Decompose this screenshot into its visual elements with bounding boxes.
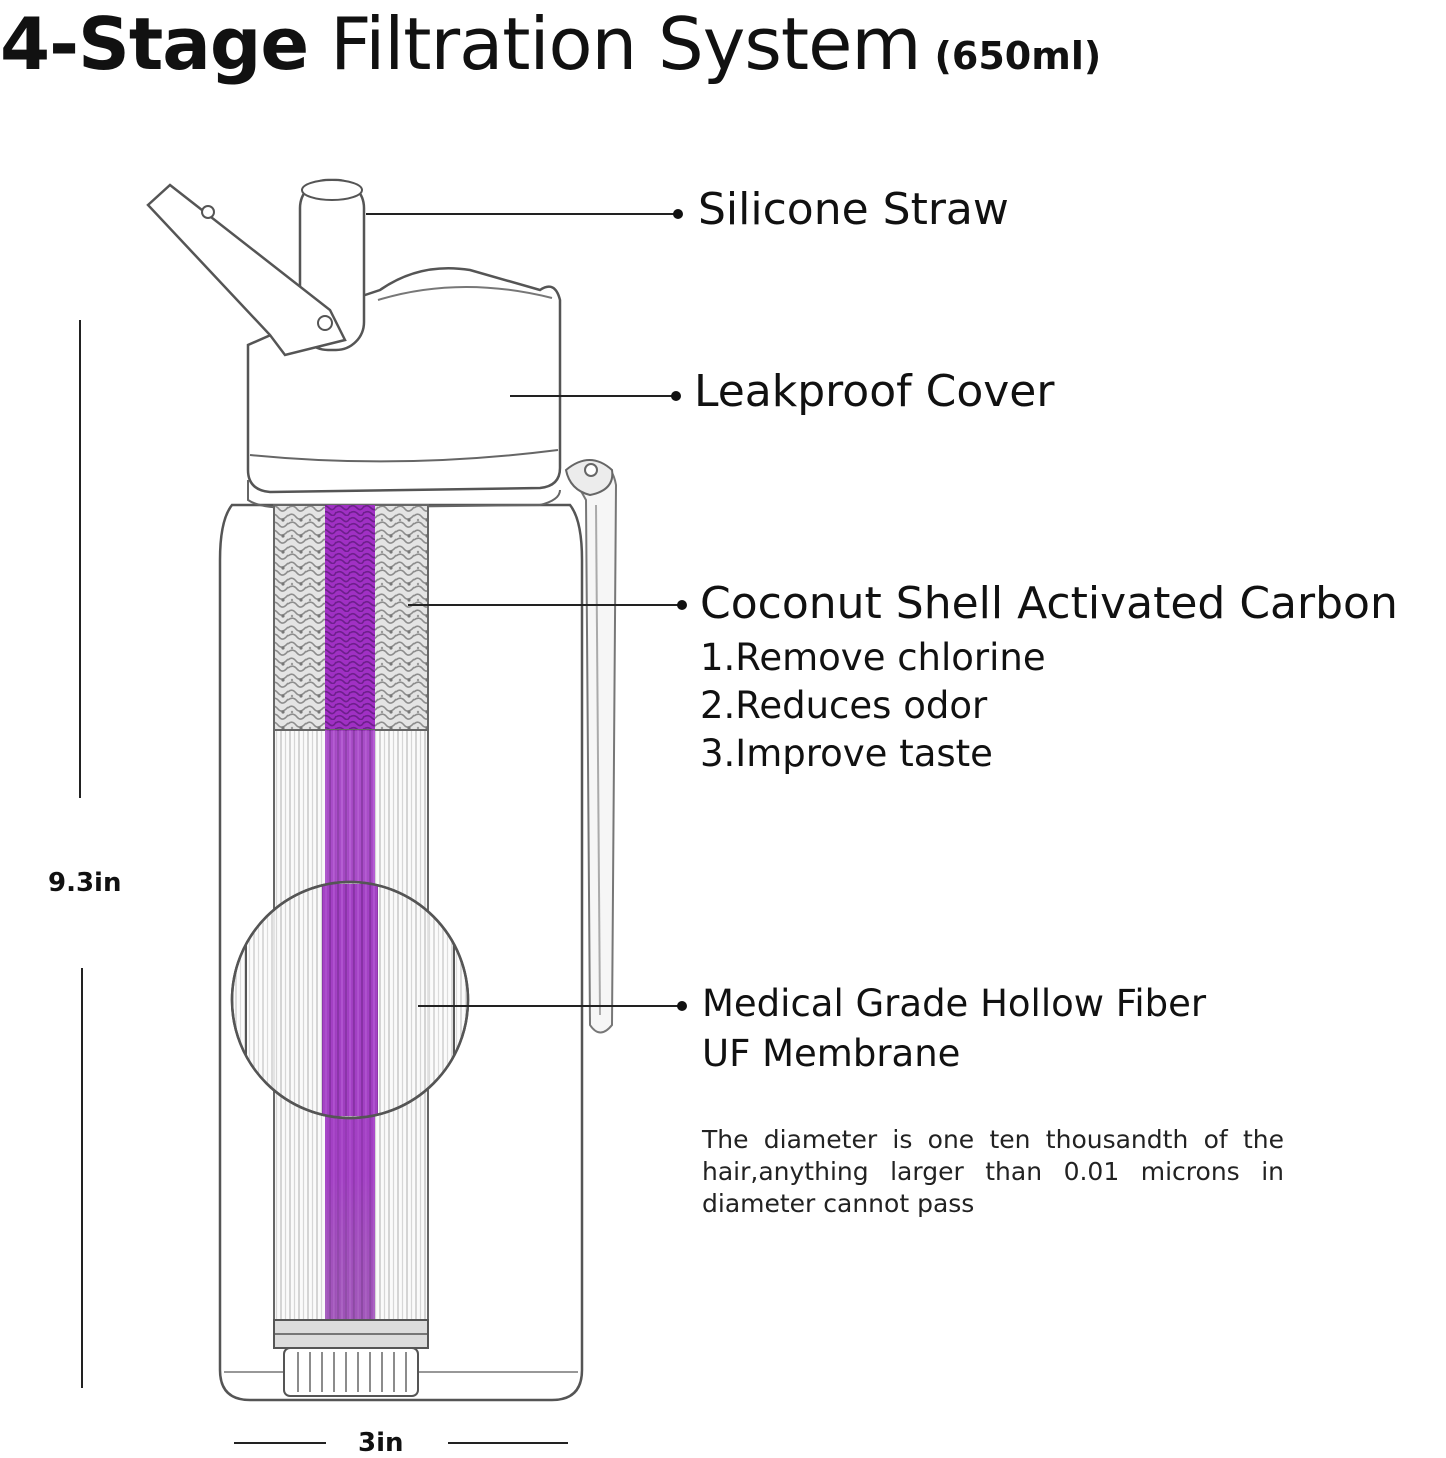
cover-rim	[249, 449, 559, 463]
membrane-description: The diameter is one ten thousandth of th…	[702, 1125, 1284, 1218]
benefit-item: 2.Reduces odor	[700, 684, 988, 727]
lever-pin	[201, 205, 215, 219]
label-leakproof-cover: Leakproof Cover	[694, 366, 1055, 417]
width-dimension: 3in	[358, 1428, 404, 1458]
cover-top-ridge	[377, 286, 553, 301]
label-membrane-line1: Medical Grade Hollow Fiber	[702, 982, 1207, 1025]
strap-loop	[564, 459, 614, 497]
benefit-item: 1.Remove chlorine	[700, 636, 1046, 679]
title-main: 4-Stage Filtration System	[0, 2, 922, 86]
label-silicone-straw: Silicone Straw	[698, 184, 1009, 235]
base-grip-lines	[297, 1352, 407, 1392]
strap-inner	[595, 504, 601, 1016]
leader-lines	[366, 213, 680, 1007]
page-title: 4-Stage Filtration System (650ml)	[0, 2, 1101, 86]
leader-dots	[671, 209, 687, 1011]
magnifier-core	[322, 884, 378, 1116]
filter-base-cap	[283, 1347, 419, 1397]
straw-tip	[301, 179, 363, 201]
benefit-item: 3.Improve taste	[700, 732, 993, 775]
label-activated-carbon: Coconut Shell Activated Carbon	[700, 578, 1398, 629]
straw-lever	[146, 183, 347, 357]
core-carbon-section	[325, 505, 375, 730]
carbon-benefits-list: 1.Remove chlorine 2.Reduces odor 3.Impro…	[700, 634, 1046, 778]
height-dimension: 9.3in	[48, 868, 122, 898]
label-membrane-line2: UF Membrane	[702, 1032, 961, 1075]
strap-pin	[584, 463, 598, 477]
lever-pivot	[317, 315, 333, 331]
title-capacity: (650ml)	[934, 34, 1102, 78]
